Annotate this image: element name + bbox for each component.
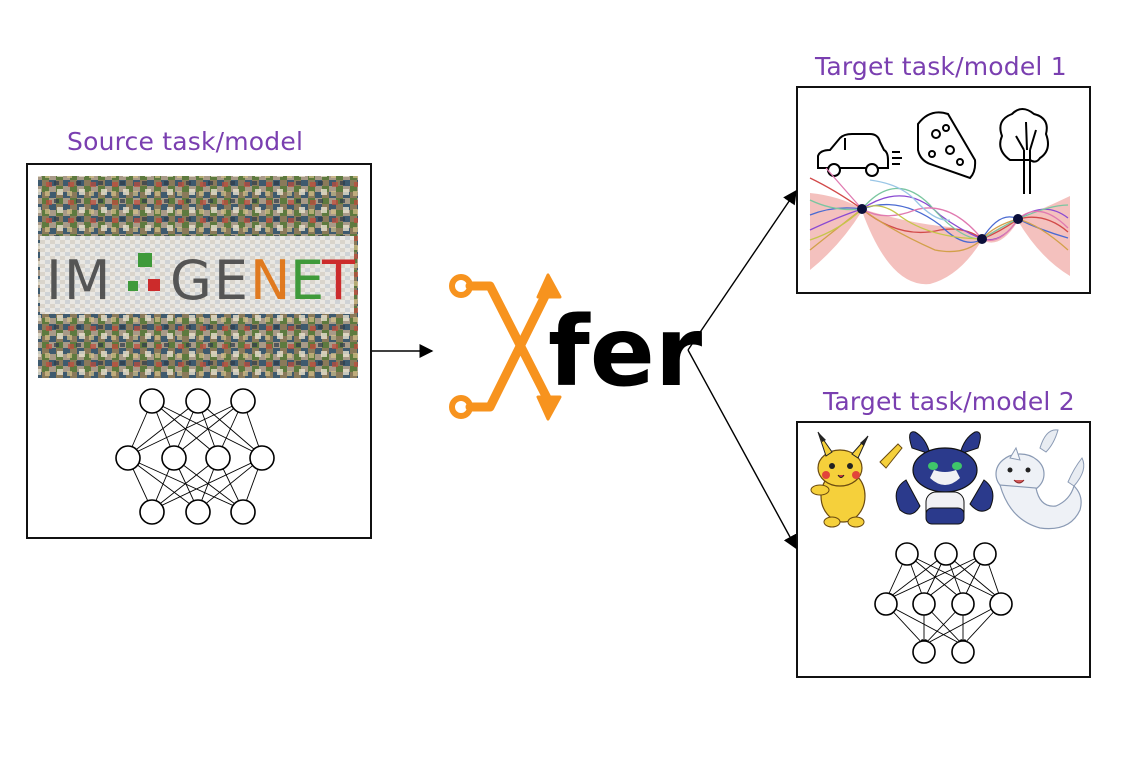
tree-icon [999,108,1049,194]
dewgong-icon [995,429,1085,530]
target2-title: Target task/model 2 [823,387,1075,416]
imagenet-letter-n: N [250,249,290,312]
target2-neural-network [874,542,1013,664]
cheese-icon [917,111,977,180]
gp-plot [809,167,1070,285]
car-icon [817,133,902,177]
xfer-x-icon [449,273,562,421]
xfer-logo: fer [449,273,703,421]
pikachu-icon [810,431,903,528]
source-title: Source task/model [67,127,304,156]
xfer-to-target1-arrow [687,189,797,351]
source-neural-network [115,388,275,525]
imagenet-mosaic: IM GE N E T [38,176,358,378]
imagenet-letters-im: IM [46,249,113,312]
xfer-to-target2-arrow [687,349,797,550]
imagenet-letter-t: T [321,249,356,312]
meowstic-icon [895,431,994,525]
xfer-logo-text: fer [548,296,703,408]
gp-uncertainty-band [810,193,1070,285]
imagenet-letter-e: E [290,249,324,312]
target1-title: Target task/model 1 [815,52,1067,81]
imagenet-letters-ge: GE [170,249,250,312]
